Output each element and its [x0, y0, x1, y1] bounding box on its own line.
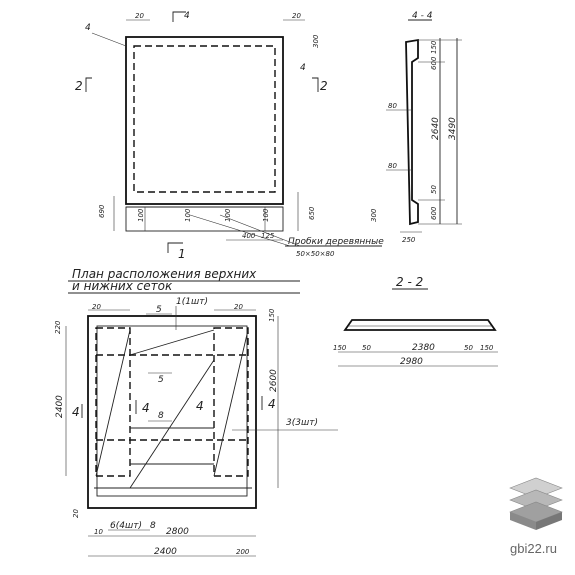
- mesh-label-3: 3(3шт): [286, 418, 318, 428]
- svg-text:220: 220: [54, 320, 62, 334]
- svg-text:2980: 2980: [400, 357, 423, 367]
- svg-text:3490: 3490: [448, 117, 458, 140]
- section-2-2: 2 - 2 150 50 2380 50 150 2980: [333, 275, 498, 367]
- svg-text:20: 20: [292, 12, 301, 20]
- mesh-label-4-left: 4: [72, 405, 80, 419]
- svg-text:400: 400: [242, 232, 256, 240]
- svg-text:650: 650: [308, 206, 316, 220]
- mesh-label-8-mid: 8: [158, 411, 164, 421]
- mesh-panel-outline: [87, 315, 257, 509]
- mesh-label-4-right: 4: [196, 399, 204, 413]
- section-mark-4-left: 4: [85, 23, 91, 33]
- svg-text:200: 200: [236, 548, 250, 556]
- svg-text:100: 100: [184, 208, 192, 222]
- svg-text:690: 690: [98, 204, 106, 218]
- panel-bottom-strip: [125, 206, 284, 232]
- plugs-size: 50×50×80: [296, 250, 335, 258]
- svg-text:100: 100: [224, 208, 232, 222]
- svg-text:80: 80: [388, 162, 397, 170]
- svg-text:20: 20: [72, 509, 80, 518]
- section-mark-2-left: 2: [75, 79, 83, 93]
- svg-text:100: 100: [262, 208, 270, 222]
- svg-text:80: 80: [388, 102, 397, 110]
- svg-text:2380: 2380: [412, 343, 435, 353]
- svg-text:100: 100: [137, 208, 145, 222]
- svg-text:300: 300: [370, 208, 378, 222]
- svg-text:150: 150: [480, 344, 494, 352]
- mesh-plan-title-1: План расположения верхних: [72, 267, 257, 281]
- section-4-4-title: 4 - 4: [412, 11, 433, 21]
- watermark-logo: [509, 477, 563, 530]
- mesh-label-5-top: 5: [156, 305, 162, 315]
- svg-text:125: 125: [261, 232, 275, 240]
- section-4-4-profile: [405, 38, 419, 226]
- svg-text:2600: 2600: [269, 369, 279, 392]
- plugs-callout: Пробки деревянные: [288, 237, 384, 247]
- svg-text:2640: 2640: [431, 117, 441, 140]
- svg-text:20: 20: [135, 12, 144, 20]
- svg-text:600: 600: [430, 206, 438, 220]
- svg-text:150: 150: [333, 344, 347, 352]
- mesh-plan-title-2: и нижних сеток: [72, 279, 173, 293]
- svg-text:10: 10: [94, 528, 103, 536]
- section-mark-4-right: 4: [300, 63, 306, 73]
- watermark-text: gbi22.ru: [510, 541, 557, 556]
- svg-text:20: 20: [92, 303, 101, 311]
- mesh-label-8-bottom: 8: [150, 521, 156, 531]
- panel-plan: 4 4 2 2 4 1 20 20 300 690 650 100 100 10…: [75, 11, 384, 261]
- svg-text:150: 150: [268, 308, 276, 322]
- mesh-left-strip: [95, 327, 131, 477]
- mesh-right-strip: [213, 327, 249, 477]
- svg-text:50: 50: [430, 185, 438, 194]
- svg-text:600: 600: [430, 56, 438, 70]
- mesh-plan: План расположения верхних и нижних сеток…: [54, 267, 338, 557]
- reinforcement-outline: [133, 45, 276, 193]
- svg-text:250: 250: [402, 236, 416, 244]
- svg-text:2800: 2800: [166, 527, 189, 537]
- svg-text:150: 150: [430, 40, 438, 54]
- svg-text:50: 50: [362, 344, 371, 352]
- mesh-label-1: 1(1шт): [176, 297, 208, 307]
- mesh-label-4-far: 4: [268, 397, 276, 411]
- svg-text:20: 20: [234, 303, 243, 311]
- svg-text:2400: 2400: [55, 395, 65, 418]
- mesh-label-6: 6(4шт): [110, 521, 142, 531]
- panel-outline: [125, 36, 284, 205]
- section-mark-2-right: 2: [320, 79, 328, 93]
- mesh-label-5-mid: 5: [158, 375, 164, 385]
- section-mark-4-top: 4: [184, 11, 190, 21]
- section-2-2-profile: [343, 319, 497, 331]
- section-mark-1: 1: [178, 247, 186, 261]
- svg-text:300: 300: [312, 34, 320, 48]
- section-2-2-title: 2 - 2: [396, 275, 423, 289]
- section-4-4: 4 - 4 150 600 80 2640 3490 80 50 300 600…: [370, 11, 462, 244]
- svg-text:50: 50: [464, 344, 473, 352]
- mesh-label-4-center: 4: [142, 401, 150, 415]
- svg-text:2400: 2400: [154, 547, 177, 557]
